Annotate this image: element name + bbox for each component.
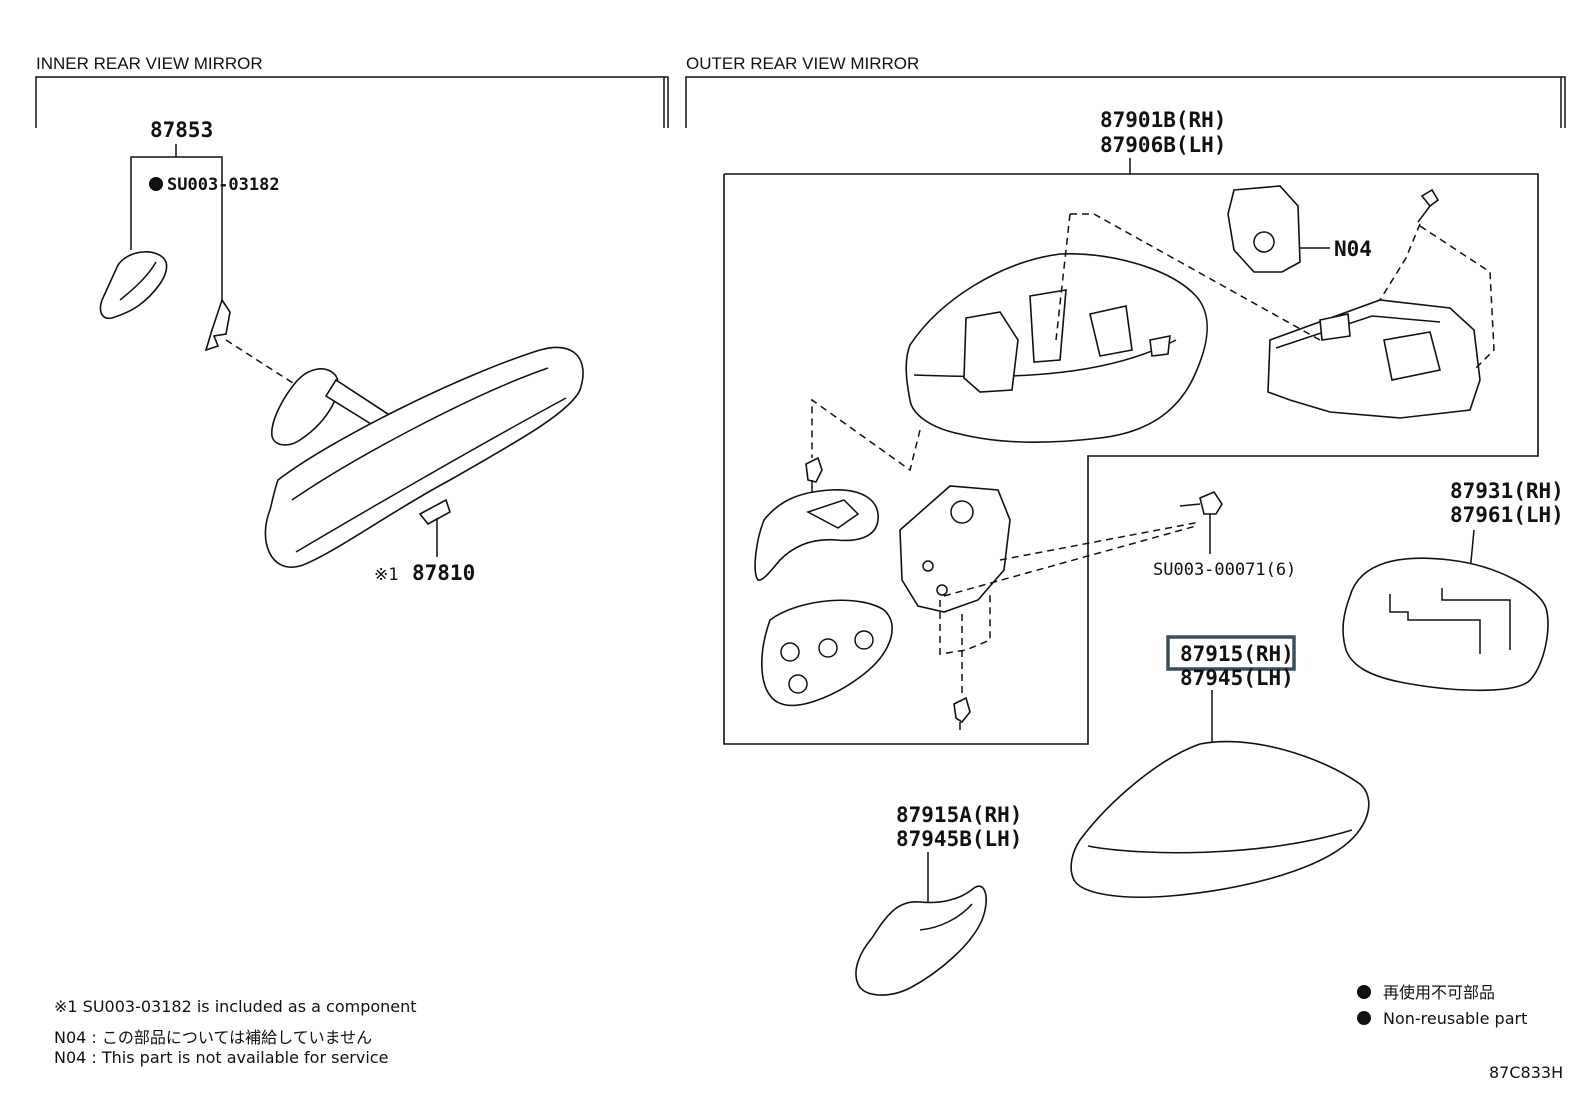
note-n04-en: N04 : This part is not available for ser… xyxy=(54,1048,388,1067)
mirror-cover-87853 xyxy=(99,251,168,320)
label-87915: 87915(RH) xyxy=(1180,642,1294,666)
label-87906b: 87906B(LH) xyxy=(1100,133,1226,157)
section-bracket-outer xyxy=(685,76,1566,128)
actuator-n04 xyxy=(1227,185,1301,273)
clip-su003-03182 xyxy=(204,298,231,352)
legend-jp: 再使用不可部品 xyxy=(1383,983,1495,1002)
note-component: ※1 SU003-03182 is included as a componen… xyxy=(54,997,417,1016)
section-bracket-inner xyxy=(35,76,669,128)
label-87961: 87961(LH) xyxy=(1450,503,1564,527)
mirror-glass-87931 xyxy=(1342,557,1549,692)
highlight-87915 xyxy=(1166,635,1296,671)
label-87931: 87931(RH) xyxy=(1450,479,1564,503)
mark-87810: ※1 xyxy=(374,565,398,585)
label-su003-03182: SU003-03182 xyxy=(167,175,280,195)
label-87901b: 87901B(RH) xyxy=(1100,108,1226,132)
label-87853: 87853 xyxy=(150,118,213,142)
note-n04-jp: N04 : この部品については補給していません xyxy=(54,1028,372,1047)
legend-dot-jp xyxy=(1357,985,1371,999)
screw-su003-00071 xyxy=(1199,491,1223,515)
label-87915a: 87915A(RH) xyxy=(896,803,1022,827)
legend-en: Non-reusable part xyxy=(1383,1009,1527,1028)
label-87945b: 87945B(LH) xyxy=(896,827,1022,851)
section-title-inner: INNER REAR VIEW MIRROR xyxy=(36,54,263,73)
bracket-lever xyxy=(754,489,879,582)
section-title-outer: OUTER REAR VIEW MIRROR xyxy=(686,54,919,73)
screw-left xyxy=(805,456,823,483)
mirror-lamp-cover xyxy=(761,599,893,707)
inner-mirror-87810 xyxy=(264,346,584,568)
label-su003-00071: SU003-00071(6) xyxy=(1153,560,1296,580)
label-87810: 87810 xyxy=(412,561,475,585)
mirror-motor-unit xyxy=(899,485,1011,613)
screw-bottom xyxy=(953,696,971,724)
legend-dot-en xyxy=(1357,1011,1371,1025)
label-n04: N04 xyxy=(1334,237,1372,261)
mirror-mount xyxy=(271,368,340,446)
label-87945: 87945(LH) xyxy=(1180,666,1294,690)
assembly-outline-box xyxy=(723,173,1539,745)
cover-87915a xyxy=(855,885,987,996)
figure-code: 87C833H xyxy=(1489,1063,1563,1082)
mirror-base-frame xyxy=(1267,299,1481,419)
mirror-cover-87915 xyxy=(1070,740,1370,899)
non-reusable-dot xyxy=(149,177,163,191)
